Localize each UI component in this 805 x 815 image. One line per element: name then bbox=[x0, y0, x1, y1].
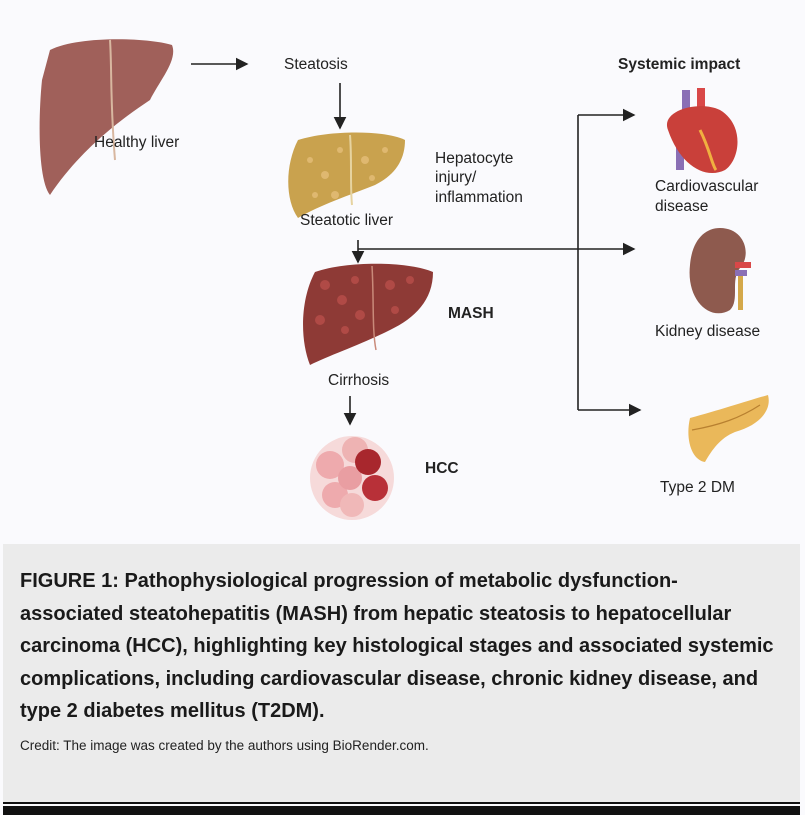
label-hcc: HCC bbox=[425, 460, 459, 477]
heart-icon bbox=[666, 88, 738, 174]
diagram-artwork bbox=[39, 39, 769, 520]
label-kidney-disease: Kidney disease bbox=[655, 323, 761, 340]
figure-diagram: Healthy liver Steatosis Steatotic liver … bbox=[39, 39, 769, 520]
pancreas-icon bbox=[688, 395, 769, 462]
label-mash: MASH bbox=[448, 305, 494, 322]
mash-liver-icon bbox=[303, 263, 433, 365]
steatotic-liver-icon bbox=[288, 132, 405, 218]
label-type2-dm: Type 2 DM bbox=[660, 479, 735, 496]
healthy-liver-icon bbox=[39, 39, 174, 195]
label-steatosis: Steatosis bbox=[284, 56, 348, 73]
label-systemic-impact: Systemic impact bbox=[618, 56, 741, 73]
label-healthy-liver: Healthy liver bbox=[94, 134, 180, 151]
figure-caption: FIGURE 1: Pathophysiological progression… bbox=[3, 544, 800, 802]
divider-bar bbox=[3, 806, 800, 815]
hcc-cells-icon bbox=[310, 436, 394, 520]
divider bbox=[3, 802, 800, 804]
kidney-icon bbox=[689, 228, 751, 314]
label-cardiovascular-1: Cardiovascular bbox=[655, 178, 759, 195]
label-steatotic-liver: Steatotic liver bbox=[300, 212, 394, 229]
label-hepatocyte-1: Hepatocyte bbox=[435, 150, 514, 167]
label-hepatocyte-3: inflammation bbox=[435, 189, 523, 206]
label-cirrhosis: Cirrhosis bbox=[328, 372, 390, 389]
label-cardiovascular-2: disease bbox=[655, 198, 709, 215]
caption-title: FIGURE 1: Pathophysiological progression… bbox=[20, 570, 774, 722]
label-hepatocyte-2: injury/ bbox=[435, 169, 477, 186]
caption-credit: Credit: The image was created by the aut… bbox=[20, 738, 429, 753]
flow-arrows bbox=[191, 57, 642, 426]
